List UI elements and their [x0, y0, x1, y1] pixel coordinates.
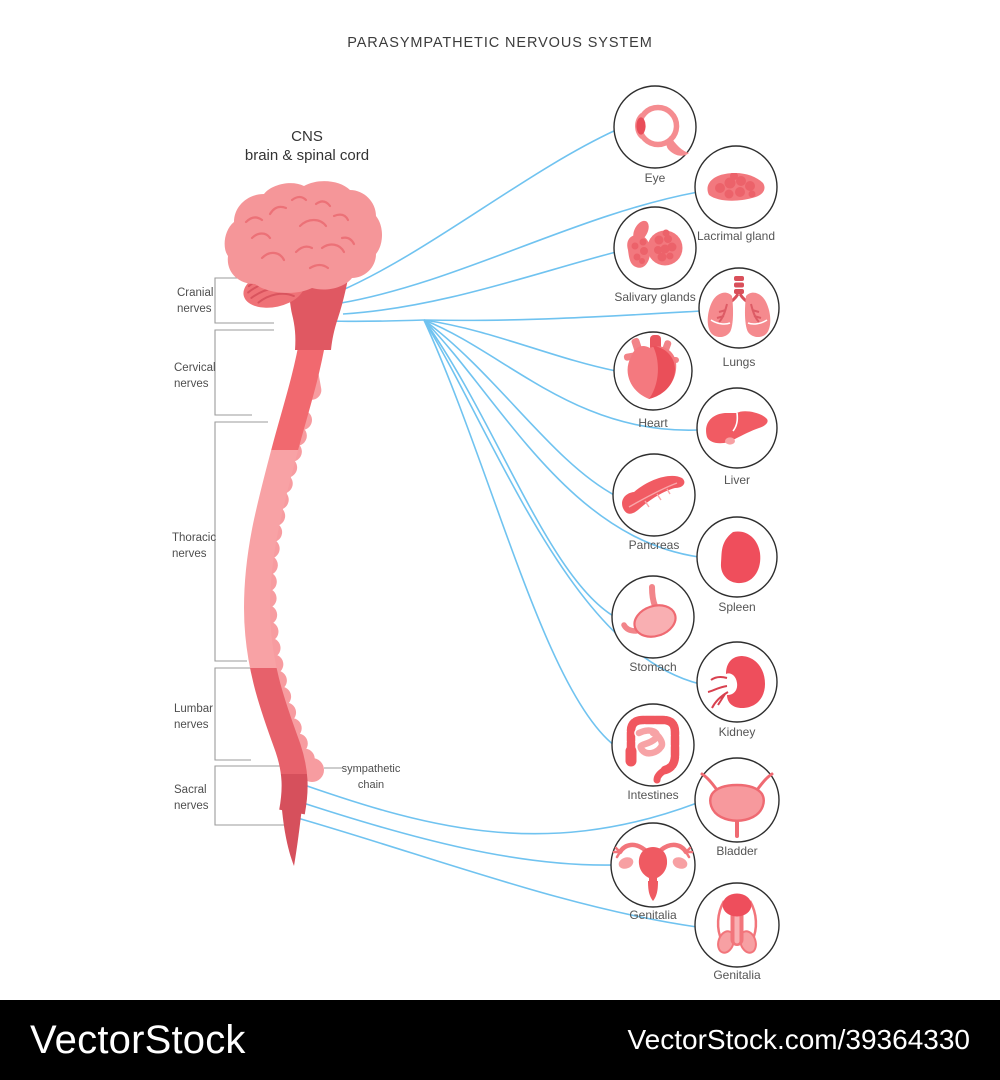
kidney-label: Kidney [719, 725, 756, 739]
organ-kidney: Kidney [696, 641, 778, 739]
cns-label-line2: brain & spinal cord [245, 147, 369, 164]
organ-salivary-glands: Salivary glands [613, 206, 697, 304]
nerve-to-bladder [286, 778, 698, 835]
organ-bladder: Bladder [694, 757, 780, 858]
thoracic-label-2: nerves [172, 548, 207, 560]
organ-eye: Eye [613, 85, 697, 185]
nerve-to-kidney [423, 319, 701, 685]
cervical-label-2: nerves [174, 378, 209, 390]
lacrimal-gland-icon [707, 173, 765, 201]
lacrimal-gland-label: Lacrimal gland [697, 229, 775, 243]
intestines-icon [625, 715, 680, 784]
heart-label: Heart [638, 416, 668, 430]
genitalia-female-icon [612, 842, 694, 901]
spinal-cord [243, 335, 326, 866]
thoracic-label: Thoracic [172, 532, 216, 544]
organ-genitalia-female: Genitalia [610, 822, 696, 922]
bladder-icon [700, 772, 774, 838]
sacral-bracket [214, 765, 320, 826]
sacral-label: Sacral [174, 784, 207, 796]
cns-label-line1: CNS [291, 128, 323, 145]
intestines-label: Intestines [627, 788, 678, 802]
stomach-icon [621, 584, 677, 638]
heart-icon [623, 335, 679, 399]
watermark-bar: VectorStock VectorStock.com/39364330 [0, 1000, 1000, 1080]
lumbar-bracket [214, 667, 258, 761]
nerve-to-eye [337, 129, 617, 293]
genitalia-female-label: Genitalia [629, 908, 677, 922]
spleen-label: Spleen [718, 600, 755, 614]
watermark-url: VectorStock.com/39364330 [627, 1024, 970, 1055]
nerve-to-spleen [423, 319, 700, 558]
nerve-to-liver [423, 319, 700, 431]
organ-spleen: Spleen [696, 516, 778, 614]
nerve-group-brackets [214, 277, 320, 826]
organ-pancreas: Pancreas [612, 453, 696, 552]
nerve-to-genitalia-male [293, 816, 698, 928]
cranial-label-2: nerves [177, 303, 212, 315]
cervical-bracket [214, 329, 274, 416]
spleen-icon [720, 531, 761, 584]
kidney-icon [707, 656, 765, 709]
parasympathetic-nerve-lines [286, 129, 702, 928]
organ-heart: Heart [613, 331, 693, 430]
sympathetic-chain-label-2: chain [358, 779, 384, 791]
nerve-to-pancreas [423, 319, 617, 497]
lungs-icon [707, 276, 771, 338]
genitalia-male-icon [716, 893, 758, 954]
nerve-to-lacrimal-gland [340, 191, 699, 304]
pancreas-label: Pancreas [629, 538, 680, 552]
nerve-to-heart [423, 319, 617, 372]
nerve-group-labels: Cranial nerves Cervical nerves Thoracic … [172, 287, 216, 812]
nerve-to-stomach [423, 319, 616, 618]
lungs-label: Lungs [723, 355, 756, 369]
cervical-label: Cervical [174, 362, 216, 374]
lumbar-label-2: nerves [174, 719, 209, 731]
liver-label: Liver [724, 473, 750, 487]
vagus-trunk [327, 319, 425, 323]
salivary-glands-icon [627, 220, 683, 268]
lumbar-label: Lumbar [174, 703, 213, 715]
diagram-title: PARASYMPATHETIC NERVOUS SYSTEM [347, 35, 653, 51]
pancreas-icon [622, 475, 685, 514]
eye-icon [635, 104, 689, 156]
cranial-label: Cranial [177, 287, 213, 299]
nerve-to-salivary-glands [342, 251, 617, 315]
bladder-label: Bladder [716, 844, 757, 858]
salivary-glands-label: Salivary glands [614, 290, 695, 304]
organ-genitalia-male: Genitalia [694, 882, 780, 982]
nerve-to-intestines [423, 319, 616, 747]
organ-liver: Liver [696, 387, 778, 487]
stomach-label: Stomach [629, 660, 676, 674]
watermark-brand: VectorStock [30, 1017, 246, 1062]
organ-stomach: Stomach [611, 575, 695, 674]
sacral-label-2: nerves [174, 800, 209, 812]
brain [224, 181, 382, 350]
sympathetic-chain-label: sympathetic [342, 763, 401, 775]
nerve-to-lungs [423, 310, 702, 322]
genitalia-male-label: Genitalia [713, 968, 761, 982]
brain-sulci [244, 195, 356, 270]
liver-icon [706, 411, 768, 445]
cerebrum [224, 181, 382, 293]
eye-label: Eye [645, 171, 666, 185]
spinal-cord-body [243, 335, 326, 815]
organ-lacrimal-gland: Lacrimal gland [694, 145, 778, 243]
spinal-cord-tip [281, 798, 303, 866]
thoracic-bracket [214, 421, 268, 662]
organ-intestines: Intestines [611, 703, 695, 802]
organ-lungs: Lungs [698, 267, 780, 369]
nerve-to-genitalia-female [290, 798, 615, 866]
